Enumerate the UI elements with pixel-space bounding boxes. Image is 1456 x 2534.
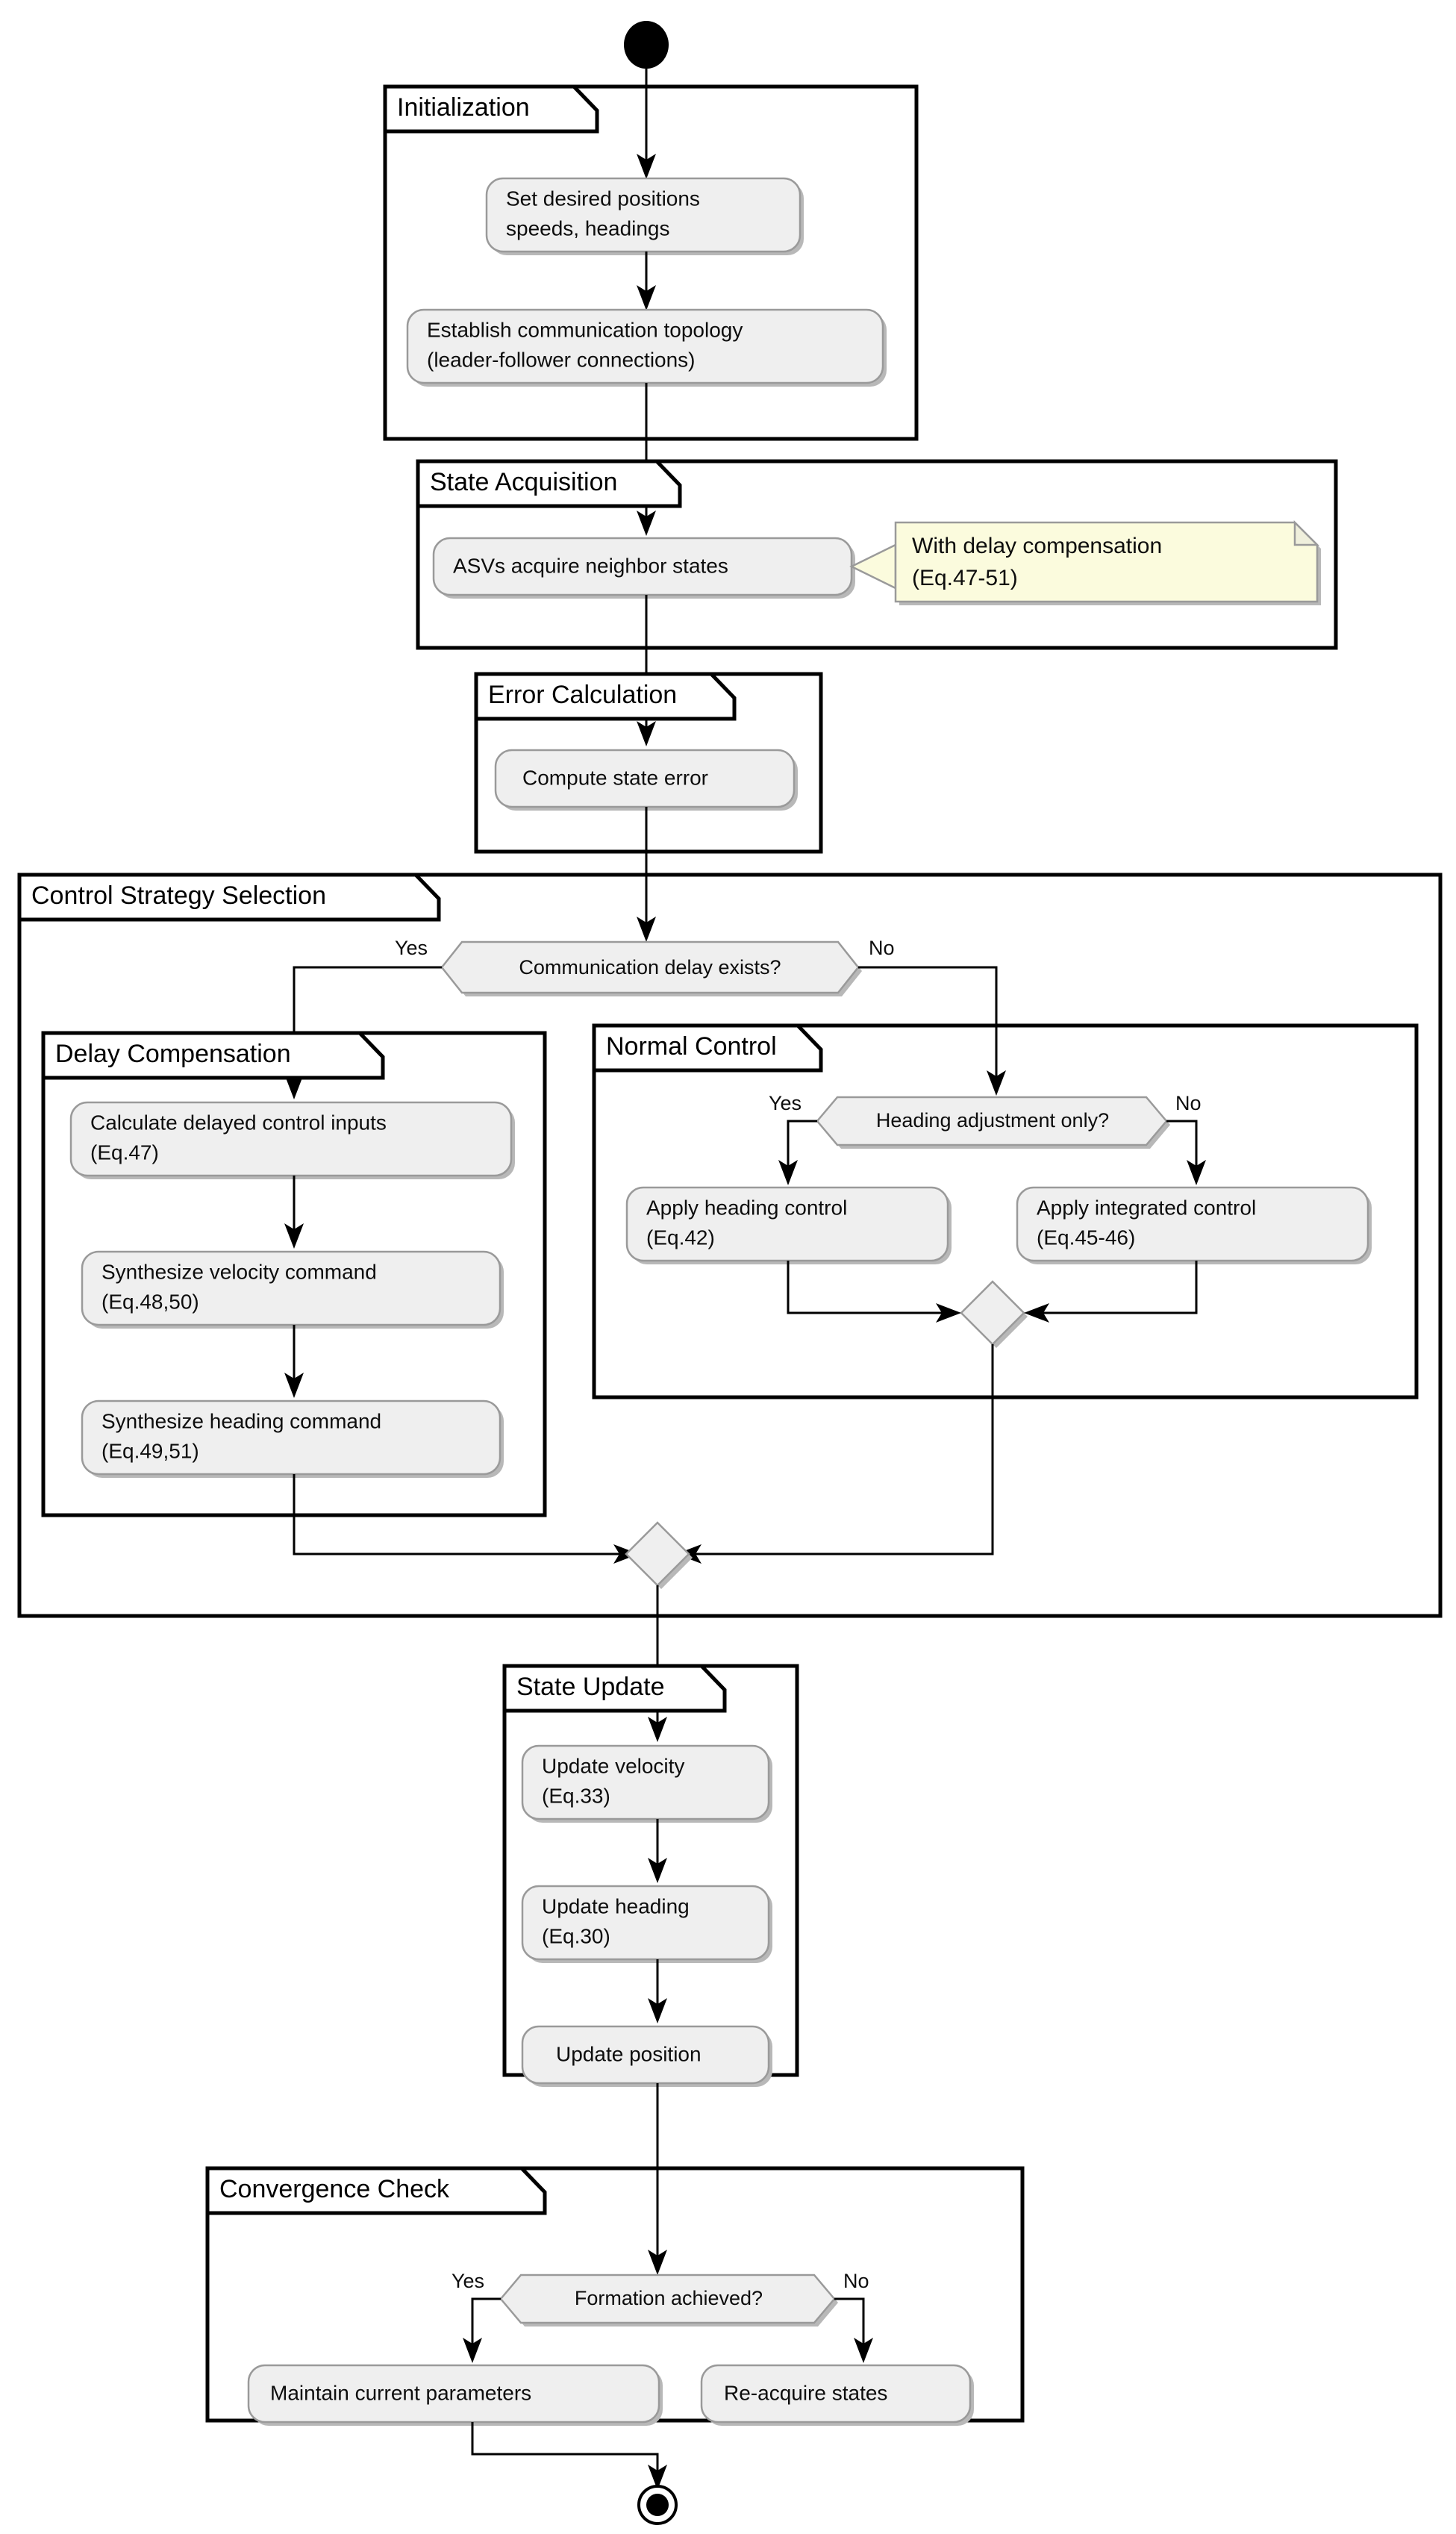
activity-synthesize-velocity-command[interactable]: Synthesize velocity command (Eq.48,50)	[81, 1250, 504, 1329]
flow-integrated-control-to-merge	[1024, 1261, 1198, 1323]
activity-update-velocity[interactable]: Update velocity (Eq.33)	[521, 1744, 772, 1823]
activity-reacquire-states[interactable]: Re-acquire states	[700, 2364, 974, 2426]
activity-compute-error-label: Compute state error	[522, 766, 708, 789]
activity-synth-heading-line2: (Eq.49,51)	[101, 1439, 199, 1462]
activity-apply-heading-line2: (Eq.42)	[646, 1226, 715, 1249]
merge-node-normal-control	[960, 1280, 1028, 1348]
frame-delay-compensation: Delay Compensation	[41, 1031, 547, 1517]
frame-control-strategy-title: Control Strategy Selection	[31, 881, 326, 910]
flow-heading-yes	[778, 1120, 817, 1185]
activity-synth-velocity-line2: (Eq.48,50)	[101, 1290, 199, 1313]
frame-state-update-title: State Update	[516, 1673, 664, 1701]
activity-apply-heading-control[interactable]: Apply heading control (Eq.42)	[625, 1186, 952, 1264]
flow-normal-control-to-outer-merge	[676, 1344, 994, 1564]
flow-delay-branch-to-merge	[293, 1474, 639, 1564]
flow-update-position-to-convergence	[648, 2083, 667, 2275]
activity-calc-delayed-line2: (Eq.47)	[90, 1140, 159, 1164]
activity-establish-topology-line2: (leader-follower connections)	[427, 348, 696, 371]
note-delay-line2: (Eq.47-51)	[912, 566, 1018, 590]
decision-heading-adjustment-label: Heading adjustment only?	[876, 1109, 1109, 1132]
note-connector-line	[849, 543, 897, 590]
activity-establish-topology[interactable]: Establish communication topology (leader…	[406, 308, 887, 387]
activity-establish-topology-line1: Establish communication topology	[427, 318, 743, 341]
activity-apply-integrated-line2: (Eq.45-46)	[1037, 1226, 1135, 1249]
activity-synth-velocity-line1: Synthesize velocity command	[101, 1260, 377, 1283]
flow-compute-error-to-decision	[637, 807, 656, 942]
activity-apply-integrated-control[interactable]: Apply integrated control (Eq.45-46)	[1016, 1186, 1372, 1264]
frame-normal-control-title: Normal Control	[606, 1032, 777, 1061]
flow-comm-delay-no	[858, 966, 1006, 1096]
activity-update-heading-line1: Update heading	[542, 1894, 690, 1917]
activity-apply-integrated-line1: Apply integrated control	[1037, 1196, 1256, 1219]
activity-update-velocity-line2: (Eq.33)	[542, 1784, 610, 1807]
frame-initialization-title: Initialization	[397, 93, 530, 122]
flow-heading-no	[1166, 1120, 1206, 1185]
activity-update-heading-line2: (Eq.30)	[542, 1924, 610, 1947]
flow-calc-to-synth-velocity	[284, 1176, 304, 1249]
decision-heading-no-label: No	[1175, 1092, 1202, 1114]
activity-calc-delayed-line1: Calculate delayed control inputs	[90, 1111, 387, 1134]
frame-error-calculation-title: Error Calculation	[488, 681, 677, 709]
flow-formation-yes	[463, 2297, 501, 2363]
activity-set-desired-line2: speeds, headings	[506, 216, 670, 240]
decision-comm-delay-yes-label: Yes	[395, 937, 428, 959]
decision-communication-delay[interactable]: Communication delay exists?	[440, 940, 862, 996]
flow-maintain-to-end	[471, 2422, 667, 2490]
flow-synth-velocity-to-heading	[284, 1325, 304, 1398]
frame-control-strategy-selection: Control Strategy Selection	[17, 873, 1443, 1618]
activity-asvs-acquire-label: ASVs acquire neighbor states	[453, 554, 728, 577]
activity-synth-heading-line1: Synthesize heading command	[101, 1409, 381, 1432]
flow-set-desired-to-topology	[637, 252, 656, 310]
frame-state-acquisition-title: State Acquisition	[430, 468, 617, 496]
end-node	[637, 2485, 678, 2525]
note-delay-line1: With delay compensation	[912, 534, 1162, 558]
activity-maintain-parameters-label: Maintain current parameters	[270, 2381, 531, 2404]
frame-state-update: State Update	[502, 1664, 799, 2077]
flow-update-heading-to-position	[648, 1959, 667, 2023]
decision-formation-yes-label: Yes	[452, 2270, 484, 2292]
frame-error-calculation: Error Calculation	[474, 672, 823, 854]
frame-delay-compensation-title: Delay Compensation	[55, 1040, 291, 1068]
activity-synthesize-heading-command[interactable]: Synthesize heading command (Eq.49,51)	[81, 1399, 504, 1478]
decision-communication-delay-label: Communication delay exists?	[519, 956, 781, 979]
activity-compute-state-error[interactable]: Compute state error	[494, 749, 798, 811]
merge-node-control-strategy	[625, 1521, 693, 1589]
decision-comm-delay-no-label: No	[869, 937, 895, 959]
activity-asvs-acquire-neighbor-states[interactable]: ASVs acquire neighbor states	[432, 537, 855, 599]
activity-apply-heading-line1: Apply heading control	[646, 1196, 847, 1219]
activity-maintain-current-parameters[interactable]: Maintain current parameters	[247, 2364, 663, 2426]
flow-formation-no	[834, 2297, 873, 2363]
activity-update-heading[interactable]: Update heading (Eq.30)	[521, 1885, 772, 1963]
flow-update-velocity-to-heading	[648, 1819, 667, 1883]
flow-start-to-set-desired	[637, 69, 656, 179]
activity-set-desired-positions[interactable]: Set desired positions speeds, headings	[485, 177, 804, 255]
flow-heading-control-to-merge	[787, 1261, 961, 1323]
flow-merge-to-state-update	[648, 1585, 667, 1742]
decision-formation-no-label: No	[843, 2270, 869, 2292]
activity-calculate-delayed-inputs[interactable]: Calculate delayed control inputs (Eq.47)	[69, 1101, 515, 1179]
frame-state-acquisition: State Acquisition	[416, 459, 1338, 650]
activity-set-desired-line1: Set desired positions	[506, 187, 700, 210]
activity-update-velocity-line1: Update velocity	[542, 1754, 684, 1777]
activity-reacquire-states-label: Re-acquire states	[724, 2381, 887, 2404]
decision-heading-yes-label: Yes	[769, 1092, 802, 1114]
decision-formation-achieved[interactable]: Formation achieved?	[499, 2274, 838, 2327]
frame-convergence-check-title: Convergence Check	[219, 2175, 450, 2203]
activity-update-position-label: Update position	[556, 2042, 702, 2065]
start-node	[624, 21, 669, 69]
decision-heading-adjustment-only[interactable]: Heading adjustment only?	[816, 1096, 1170, 1149]
frame-normal-control: Normal Control	[592, 1023, 1419, 1399]
flow-acquire-to-compute-error	[637, 595, 656, 746]
decision-formation-achieved-label: Formation achieved?	[575, 2287, 763, 2309]
frame-initialization: Initialization	[383, 84, 919, 441]
activity-update-position[interactable]: Update position	[521, 2025, 772, 2087]
note-delay-compensation: With delay compensation (Eq.47-51)	[894, 519, 1321, 605]
